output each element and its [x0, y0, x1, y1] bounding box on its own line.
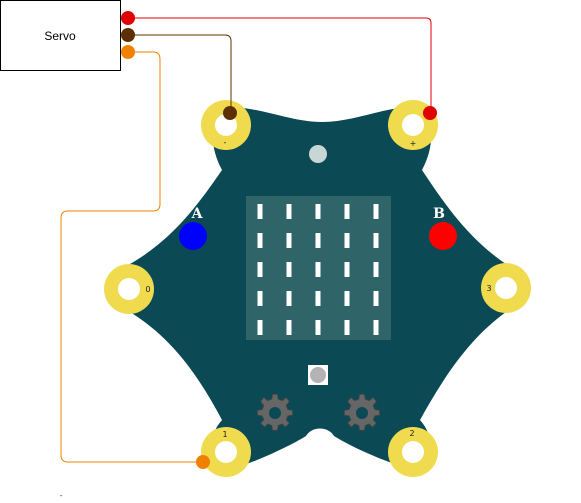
- wire-ground[interactable]: [128, 34, 232, 113]
- button-a[interactable]: [179, 222, 207, 250]
- led-0-4: [373, 204, 379, 219]
- led-3-3: [344, 291, 350, 306]
- pad-1[interactable]: [201, 427, 251, 477]
- servo-box[interactable]: [0, 0, 121, 71]
- led-4-1: [286, 320, 292, 335]
- led-0-1: [286, 204, 292, 219]
- led-1-3: [344, 233, 350, 248]
- led-3-2: [315, 291, 321, 306]
- wire-signal[interactable]: [60, 51, 203, 463]
- led-2-1: [286, 262, 292, 277]
- pad-2[interactable]: [388, 427, 438, 477]
- pad-label-1: 1: [222, 430, 227, 439]
- led-4-2: [315, 320, 321, 335]
- led-4-3: [344, 320, 350, 335]
- pad-3[interactable]: [481, 263, 531, 313]
- led-4-0: [257, 320, 263, 335]
- led-0-2: [315, 204, 321, 219]
- led-2-3: [344, 262, 350, 277]
- led-3-4: [373, 291, 379, 306]
- touch-logo-dot: [310, 367, 326, 383]
- board-plus-connector[interactable]: [423, 106, 437, 120]
- pad-0[interactable]: [104, 264, 154, 314]
- board-pin1-connector[interactable]: [196, 455, 210, 469]
- servo-power-pin[interactable]: [121, 11, 135, 25]
- led-1-0: [257, 233, 263, 248]
- led-2-0: [257, 262, 263, 277]
- light-sensor: [309, 145, 327, 163]
- led-3-1: [286, 291, 292, 306]
- led-4-4: [373, 320, 379, 335]
- button-b[interactable]: [429, 222, 457, 250]
- led-1-4: [373, 233, 379, 248]
- servo-label: Servo: [44, 29, 76, 43]
- led-3-0: [257, 291, 263, 306]
- pad-label-2: 2: [409, 429, 414, 438]
- wire-power[interactable]: [128, 17, 432, 113]
- servo-ground-pin[interactable]: [121, 28, 135, 42]
- led-2-2: [315, 262, 321, 277]
- servo-signal-pin[interactable]: [121, 45, 135, 59]
- led-2-4: [373, 262, 379, 277]
- led-0-0: [257, 204, 263, 219]
- led-1-2: [315, 233, 321, 248]
- pad-label-0: 0: [145, 285, 150, 294]
- button-a-label: A: [191, 206, 204, 222]
- corner-mark: ″: [60, 494, 63, 502]
- led-grid: [257, 204, 379, 335]
- led-1-1: [286, 233, 292, 248]
- pad-label-plus: +: [410, 139, 417, 148]
- pad-label-3: 3: [486, 284, 491, 293]
- pad-label-minus: -: [224, 138, 227, 147]
- gear-icon: [256, 393, 294, 431]
- board-minus-connector[interactable]: [223, 106, 237, 120]
- button-b-label: B: [433, 206, 445, 222]
- led-0-3: [344, 204, 350, 219]
- gear-icon: [343, 393, 381, 431]
